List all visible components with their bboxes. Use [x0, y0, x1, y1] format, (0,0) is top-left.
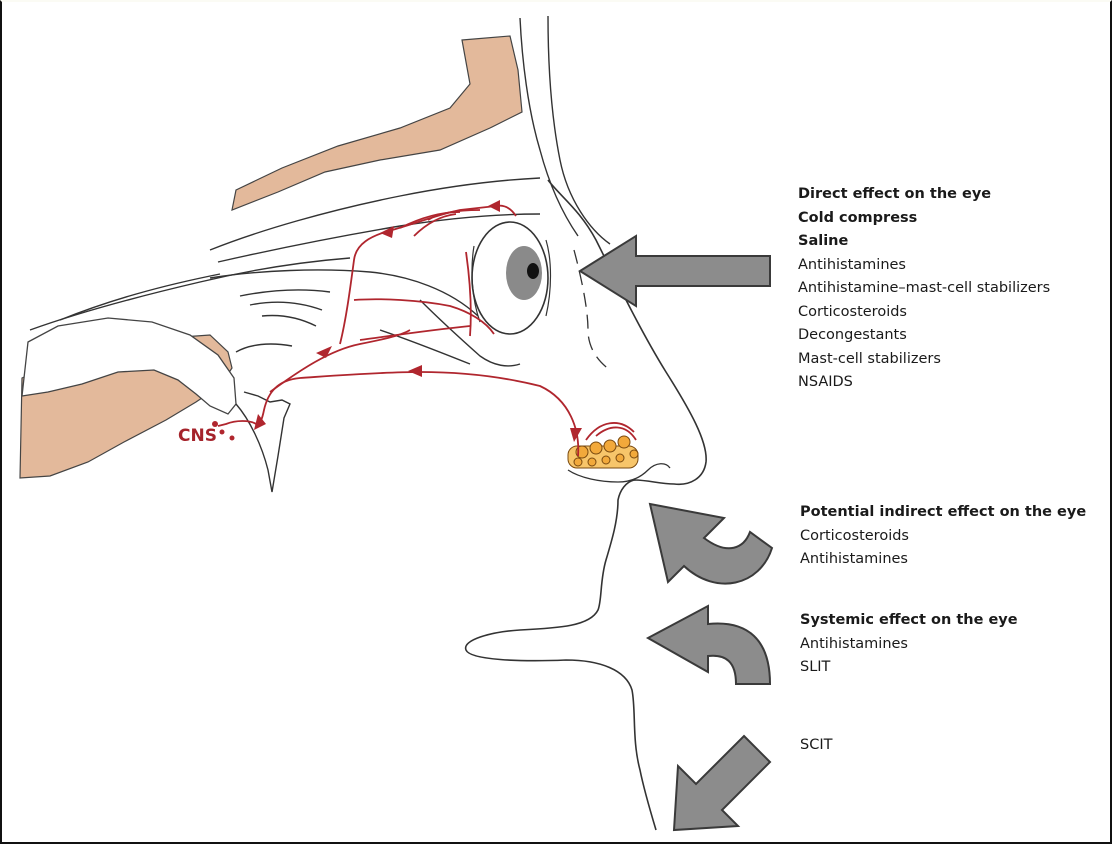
- direct-item-cold-compress: Cold compress: [798, 207, 1050, 231]
- direct-item-saline: Saline: [798, 230, 1050, 254]
- direct-item-mast-cell-stabilizers: Mast-cell stabilizers: [798, 348, 1050, 372]
- systemic-item-slit: SLIT: [800, 656, 1018, 680]
- indirect-effect-heading: Potential indirect effect on the eye: [800, 501, 1086, 525]
- direct-effect-group: Direct effect on the eye Cold compress S…: [798, 183, 1050, 395]
- direct-item-nsaids: NSAIDS: [798, 371, 1050, 395]
- cns-label: CNS: [178, 426, 217, 446]
- direct-item-antihistamines: Antihistamines: [798, 254, 1050, 278]
- scit-item: SCIT: [800, 734, 832, 758]
- indirect-item-antihistamines: Antihistamines: [800, 548, 1086, 572]
- scit-arrow: [674, 736, 770, 830]
- scit-group: SCIT: [800, 734, 832, 758]
- direct-item-decongestants: Decongestants: [798, 324, 1050, 348]
- direct-item-antihistamine-mast-cell: Antihistamine–mast-cell stabilizers: [798, 277, 1050, 301]
- indirect-effect-group: Potential indirect effect on the eye Cor…: [800, 501, 1086, 572]
- direct-effect-heading: Direct effect on the eye: [798, 183, 1050, 207]
- systemic-effect-arrow: [648, 606, 770, 684]
- indirect-effect-arrow: [650, 504, 772, 584]
- direct-effect-arrow: [580, 236, 770, 306]
- neural-pathways: [218, 206, 636, 456]
- systemic-item-antihistamines: Antihistamines: [800, 633, 1018, 657]
- systemic-effect-group: Systemic effect on the eye Antihistamine…: [800, 609, 1018, 680]
- indirect-item-corticosteroids: Corticosteroids: [800, 525, 1086, 549]
- eyeball: [472, 222, 551, 334]
- systemic-effect-heading: Systemic effect on the eye: [800, 609, 1018, 633]
- direct-item-corticosteroids: Corticosteroids: [798, 301, 1050, 325]
